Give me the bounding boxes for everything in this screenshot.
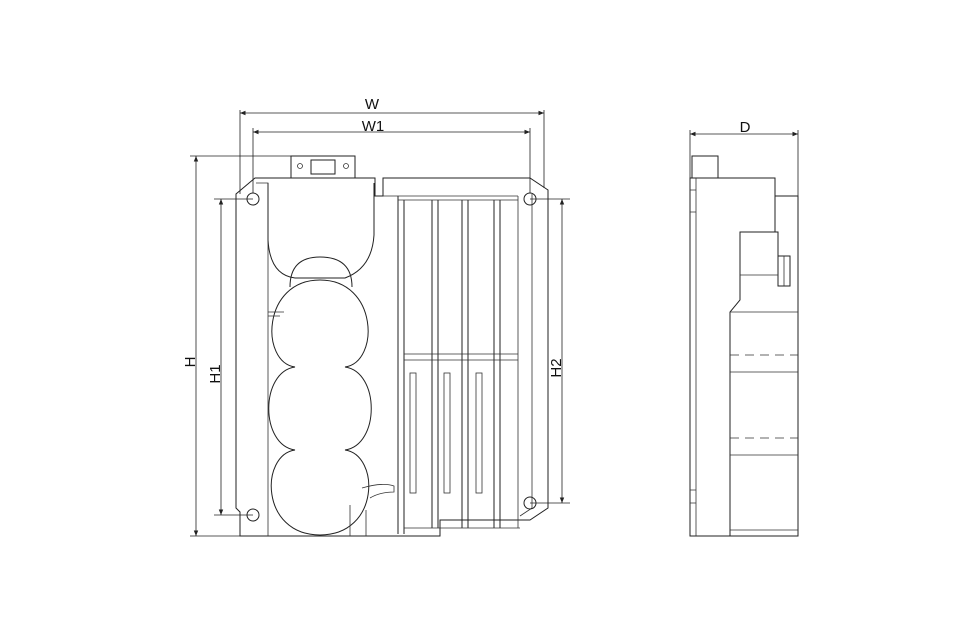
dim-h-label: H	[182, 357, 199, 368]
top-connector	[290, 155, 356, 179]
dim-w1: W1	[252, 118, 531, 193]
dim-d: D	[689, 119, 799, 196]
dim-h2-label: H2	[548, 358, 565, 377]
front-outer-plate	[235, 177, 549, 537]
side-view: D	[689, 119, 799, 537]
front-inner-flange	[256, 182, 533, 536]
dim-h2: H2	[530, 198, 570, 504]
dim-h1: H1	[207, 198, 253, 516]
mounting-holes	[246, 192, 537, 522]
dim-h: H	[182, 155, 291, 537]
capacitor-housing	[267, 183, 375, 279]
dim-d-label: D	[740, 119, 751, 136]
capacitor-stack	[268, 279, 372, 536]
dim-w: W	[239, 96, 545, 194]
front-view: W W1 H H1 H2	[182, 96, 570, 537]
heatsink-fins	[383, 195, 520, 534]
dim-w-label: W	[365, 96, 380, 113]
dim-w1-label: W1	[362, 118, 385, 135]
dim-h1-label: H1	[207, 364, 224, 383]
